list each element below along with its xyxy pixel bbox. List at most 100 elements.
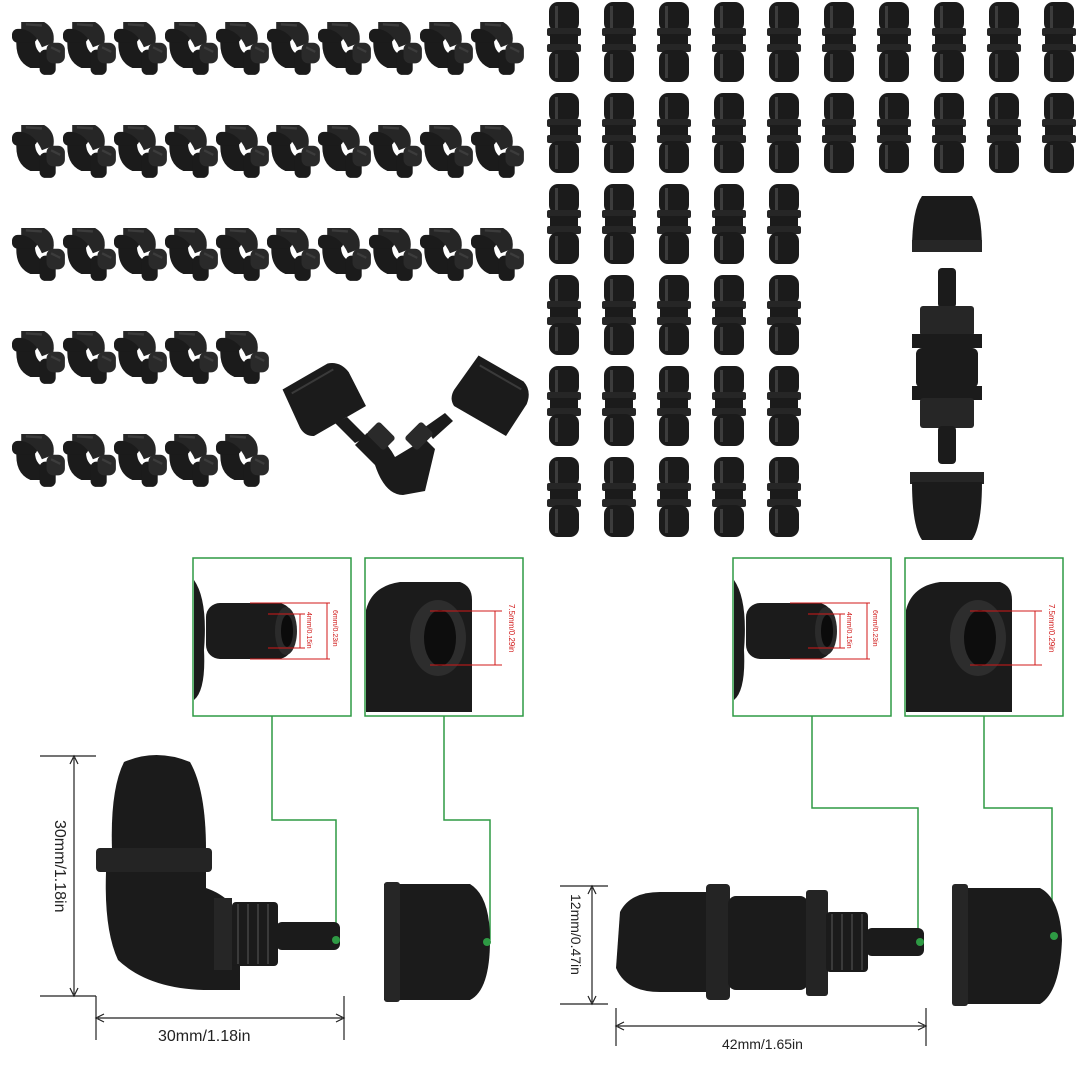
- elbow-fitting: [112, 226, 169, 283]
- elbow-fitting: [316, 123, 373, 180]
- coupling-fitting: [932, 93, 966, 173]
- coupling-fitting: [712, 366, 746, 446]
- elbow-fitting: [112, 20, 169, 77]
- callout-lines: [271, 716, 1053, 940]
- coupling-fitting: [547, 93, 581, 173]
- coupling-fitting: [657, 275, 691, 355]
- right-callout-boxes: [732, 557, 1064, 717]
- right-width-label: 42mm/1.65in: [722, 1036, 803, 1052]
- coupling-fitting: [877, 93, 911, 173]
- elbow-fitting: [214, 329, 271, 386]
- elbow-fitting: [61, 20, 118, 77]
- coupling-fitting: [547, 184, 581, 264]
- cap-bore-closeup-left: [366, 582, 502, 712]
- cap-bore-closeup-right: [906, 582, 1042, 712]
- elbow-fitting: [10, 123, 67, 180]
- right-height-label: 12mm/0.47in: [568, 894, 584, 975]
- large-elbow: [96, 755, 340, 990]
- coupling-fitting: [822, 93, 856, 173]
- coupling-fitting: [987, 2, 1021, 82]
- elbow-fitting: [10, 226, 67, 283]
- coupling-fitting: [657, 366, 691, 446]
- coupling-fitting: [767, 184, 801, 264]
- right-barb-outer-label: 6mm/0.23in: [871, 610, 878, 647]
- coupling-fitting: [602, 275, 636, 355]
- coupling-fitting: [712, 275, 746, 355]
- coupling-fitting: [657, 93, 691, 173]
- coupling-fitting: [602, 93, 636, 173]
- coupling-fitting: [602, 2, 636, 82]
- coupling-fitting: [657, 457, 691, 537]
- left-cap-bore-label: 7.5mm/0.29in: [507, 604, 516, 653]
- elbow-fitting: [265, 123, 322, 180]
- large-coupling: [616, 884, 924, 1000]
- elbow-fitting: [418, 226, 475, 283]
- coupling-fitting: [767, 93, 801, 173]
- coupling-fitting: [547, 457, 581, 537]
- elbow-fitting: [469, 20, 526, 77]
- coupling-fitting: [712, 2, 746, 82]
- coupling-fitting: [602, 184, 636, 264]
- elbow-fitting: [112, 329, 169, 386]
- dimension-lines: [40, 754, 928, 1046]
- coupling-fitting: [822, 2, 856, 82]
- elbow-fitting: [367, 20, 424, 77]
- elbow-fitting: [367, 226, 424, 283]
- coupling-fitting: [712, 184, 746, 264]
- coupling-fitting: [877, 2, 911, 82]
- elbow-fitting: [10, 329, 67, 386]
- coupling-fitting: [712, 457, 746, 537]
- elbow-fitting: [10, 432, 67, 489]
- coupling-fitting: [1042, 2, 1076, 82]
- coupling-fitting: [547, 366, 581, 446]
- elbow-fitting: [469, 123, 526, 180]
- elbow-fitting: [214, 20, 271, 77]
- left-barb-outer-label: 6mm/0.23in: [331, 610, 338, 647]
- elbow-fitting: [418, 20, 475, 77]
- elbow-fitting: [265, 226, 322, 283]
- elbow-fitting: [61, 329, 118, 386]
- elbow-fitting: [367, 123, 424, 180]
- elbow-fitting: [316, 20, 373, 77]
- left-callout-boxes: [192, 557, 524, 717]
- coupling-fitting: [932, 2, 966, 82]
- coupling-fitting: [547, 2, 581, 82]
- coupling-fitting: [657, 2, 691, 82]
- exploded-coupling: [910, 196, 984, 540]
- elbow-fitting: [418, 123, 475, 180]
- left-width-label: 30mm/1.18in: [158, 1028, 251, 1045]
- coupling-fitting: [1042, 93, 1076, 173]
- elbow-fitting: [163, 226, 220, 283]
- left-height-label: 30mm/1.18in: [51, 820, 68, 913]
- coupling-fitting: [767, 366, 801, 446]
- elbow-fitting: [61, 226, 118, 283]
- coupling-fitting-grid: [547, 2, 1076, 537]
- coupling-fitting: [602, 457, 636, 537]
- coupling-fitting: [547, 275, 581, 355]
- elbow-fitting: [163, 123, 220, 180]
- elbow-fitting: [112, 432, 169, 489]
- elbow-fitting: [163, 432, 220, 489]
- coupling-fitting: [767, 275, 801, 355]
- elbow-fitting: [265, 20, 322, 77]
- elbow-fitting: [214, 123, 271, 180]
- coupling-fitting: [767, 2, 801, 82]
- large-cap-right: [952, 884, 1062, 1006]
- large-cap-left: [384, 882, 491, 1002]
- elbow-fitting-grid: [10, 20, 526, 489]
- exploded-elbow: [282, 355, 529, 495]
- elbow-fitting: [61, 123, 118, 180]
- left-barb-inner-label: 4mm/0.15in: [305, 612, 312, 649]
- elbow-fitting: [214, 432, 271, 489]
- elbow-fitting: [61, 432, 118, 489]
- right-cap-bore-label: 7.5mm/0.29in: [1047, 604, 1056, 653]
- elbow-fitting: [112, 123, 169, 180]
- coupling-fitting: [712, 93, 746, 173]
- coupling-fitting: [602, 366, 636, 446]
- elbow-fitting: [10, 20, 67, 77]
- coupling-fitting: [657, 184, 691, 264]
- elbow-fitting: [163, 20, 220, 77]
- elbow-fitting: [469, 226, 526, 283]
- coupling-fitting: [767, 457, 801, 537]
